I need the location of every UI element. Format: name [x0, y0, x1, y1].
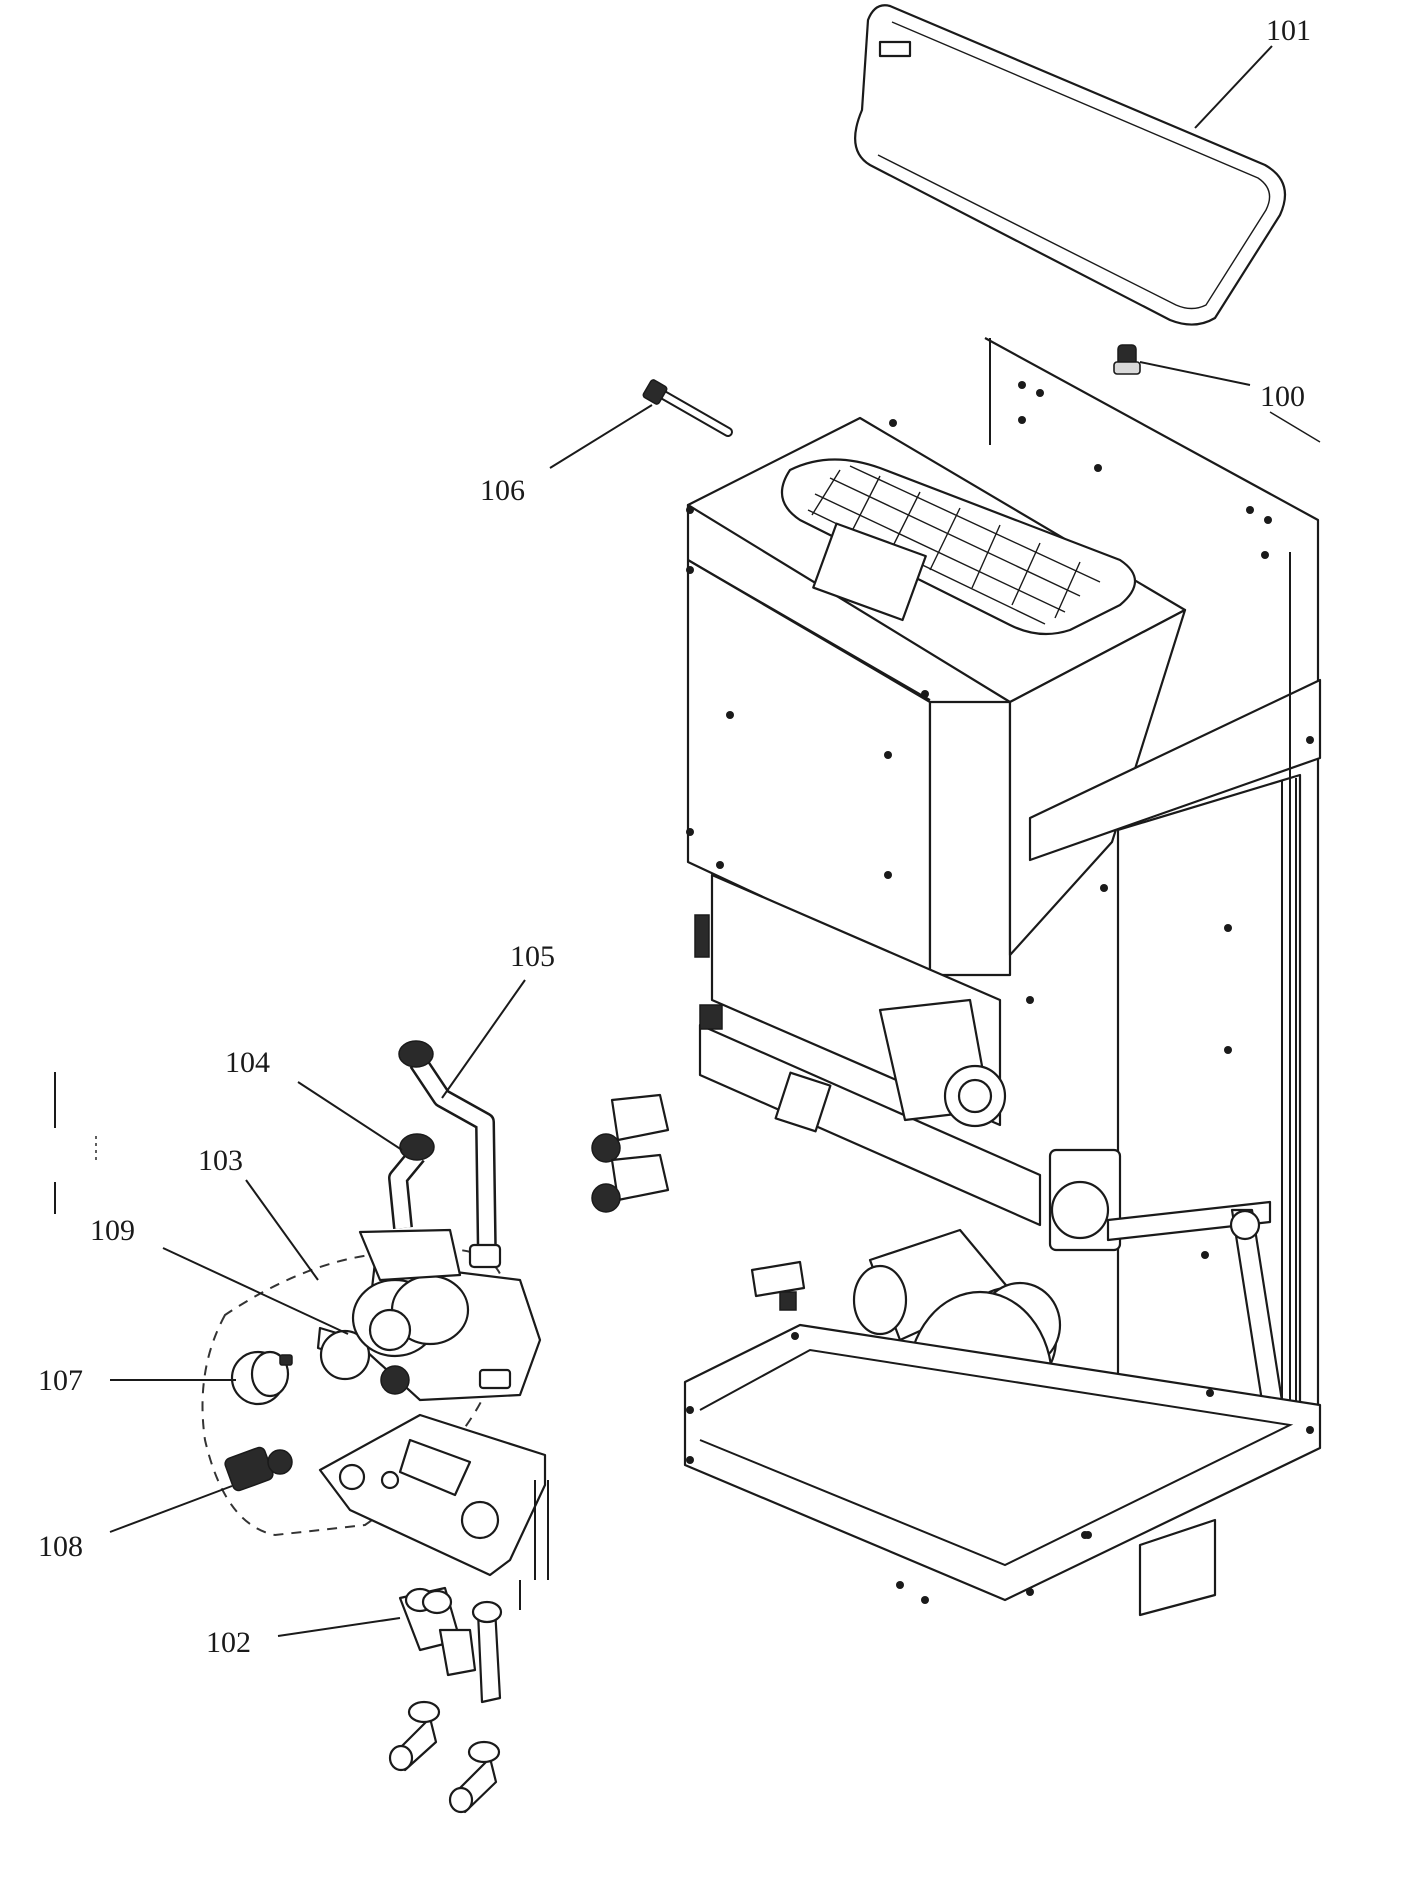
loose-valves: [591, 1093, 806, 1311]
auto-air-vent-part: [1113, 344, 1141, 375]
flow-pipes: [388, 1040, 497, 1263]
pressure-gauge-part: [230, 1350, 293, 1406]
callout-103: 103: [198, 1144, 243, 1177]
callout-labels: 101 100 106 105 104 103 109 107 108 102: [38, 14, 1311, 1659]
mounting-bracket-part: [318, 1413, 549, 1610]
callout-104: 104: [225, 1046, 270, 1079]
pump-assembly-part: [201, 1228, 542, 1537]
grille-mesh: [807, 465, 1101, 625]
drain-cock-part: [224, 1446, 293, 1492]
callout-101: 101: [1266, 14, 1311, 47]
callout-102: 102: [206, 1626, 251, 1659]
callout-108: 108: [38, 1530, 83, 1563]
callout-107: 107: [38, 1364, 83, 1397]
boiler-chassis: [683, 337, 1322, 1617]
callout-100: 100: [1260, 380, 1305, 413]
expansion-tank-part: [854, 4, 1287, 326]
callout-106: 106: [480, 474, 525, 507]
water-connections-part: [388, 1586, 503, 1814]
callout-105: 105: [510, 940, 555, 973]
callout-109: 109: [90, 1214, 135, 1247]
leader-lines: [109, 45, 1273, 1637]
rivets: [686, 381, 1314, 1604]
sensor-rod-part: [642, 379, 733, 437]
margin-marks: [54, 411, 1321, 1214]
